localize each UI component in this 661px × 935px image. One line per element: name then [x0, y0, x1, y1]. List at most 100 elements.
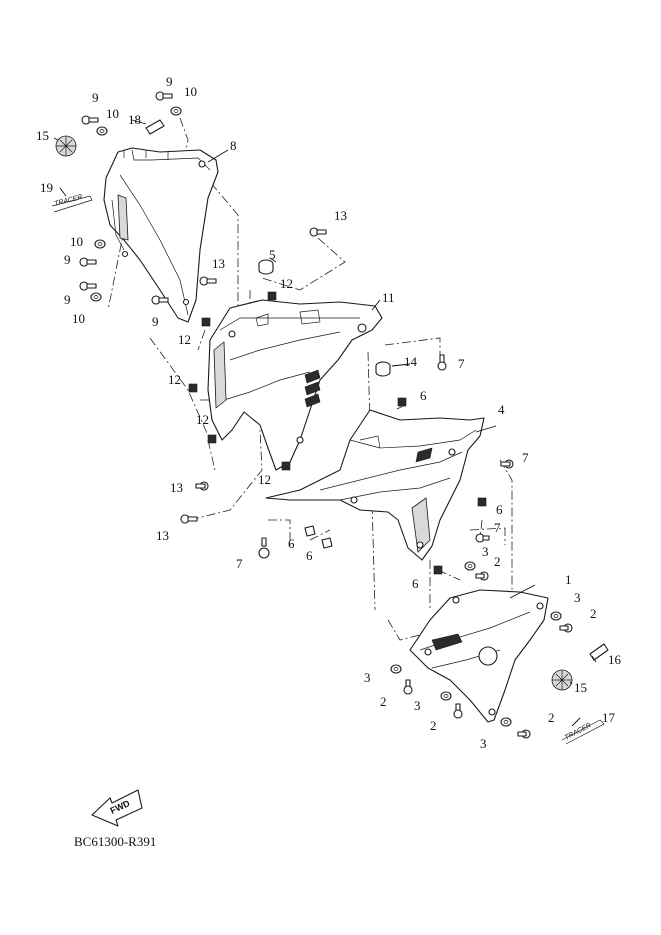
bolt-9-d — [79, 281, 97, 291]
callout-17: 17 — [602, 710, 616, 725]
callout-13b: 13 — [212, 256, 225, 271]
callout-11: 11 — [382, 290, 395, 305]
callout-2e: 2 — [548, 710, 555, 725]
callout-6d: 6 — [288, 536, 295, 551]
callout-7b: 7 — [522, 450, 529, 465]
diagram-code: BC61300-R391 — [74, 834, 156, 849]
washer-3-e — [500, 717, 512, 727]
decal-19-text: TRACER — [54, 194, 84, 208]
callout-2c: 2 — [380, 694, 387, 709]
callout-9b: 9 — [92, 90, 99, 105]
decal-17: TRACER — [561, 719, 605, 745]
decal-18 — [145, 119, 165, 135]
callout-13a: 13 — [334, 208, 347, 223]
callout-12b: 12 — [178, 332, 191, 347]
lower-side-panel — [409, 589, 549, 723]
nut-6-e — [321, 537, 333, 549]
callout-12e: 12 — [258, 472, 271, 487]
callout-13d: 13 — [156, 528, 169, 543]
washer-10-d — [90, 292, 102, 302]
bolt-2-d — [453, 703, 463, 719]
emblem-15-b — [551, 669, 573, 691]
callout-1: 1 — [565, 572, 572, 587]
bolt-2-e — [517, 729, 531, 739]
inner-panel — [207, 299, 383, 471]
grommet-14 — [375, 361, 391, 377]
bolt-7-b — [500, 459, 514, 469]
bolt-2-b — [559, 623, 573, 633]
washer-3-c — [390, 664, 402, 674]
callout-5: 5 — [269, 247, 276, 262]
front-cowl-panel — [103, 147, 219, 323]
washer-10-a — [170, 106, 182, 116]
callout-6a: 6 — [420, 388, 427, 403]
fwd-arrow-icon: FWD — [91, 789, 143, 827]
callout-9a: 9 — [166, 74, 173, 89]
callout-15b: 15 — [574, 680, 587, 695]
washer-10-b — [96, 126, 108, 136]
decal-19: TRACER — [51, 194, 93, 213]
callout-9c: 9 — [64, 252, 71, 267]
nut-12-e — [281, 461, 291, 471]
callout-3c: 3 — [364, 670, 371, 685]
callout-12c: 12 — [168, 372, 181, 387]
callout-9d: 9 — [64, 292, 71, 307]
callout-10b: 10 — [106, 106, 119, 121]
callout-9e: 9 — [152, 314, 159, 329]
bolt-13-d — [180, 514, 198, 524]
callout-3a: 3 — [482, 544, 489, 559]
callout-6e: 6 — [306, 548, 313, 563]
callout-6b: 6 — [496, 502, 503, 517]
callout-2d: 2 — [430, 718, 437, 733]
leader-lines — [53, 119, 597, 727]
callout-8: 8 — [230, 138, 237, 153]
callout-6c: 6 — [412, 576, 419, 591]
fasteners — [79, 91, 573, 739]
bolt-9-a — [155, 91, 173, 101]
callout-19: 19 — [40, 180, 53, 195]
nut-12-a — [267, 291, 277, 301]
bolt-7-a — [437, 354, 447, 371]
bolt-2-a — [475, 571, 489, 581]
bolt-7-c — [475, 533, 490, 543]
callout-12a: 12 — [280, 276, 293, 291]
bolt-7-d — [258, 537, 270, 559]
bolt-2-c — [403, 679, 413, 695]
nut-12-d — [207, 434, 217, 444]
callout-2b: 2 — [590, 606, 597, 621]
washer-3-d — [440, 691, 452, 701]
callout-13c: 13 — [170, 480, 183, 495]
callout-18: 18 — [128, 112, 141, 127]
callout-7a: 7 — [458, 356, 465, 371]
bolt-9-c — [79, 257, 97, 267]
grommet-5 — [258, 259, 274, 275]
side-cowl — [265, 409, 485, 561]
bolt-13-b — [199, 276, 217, 286]
callout-12d: 12 — [196, 412, 209, 427]
nut-6-c — [433, 565, 443, 575]
nut-12-b — [201, 317, 211, 327]
callout-4: 4 — [498, 402, 505, 417]
callout-10d: 10 — [72, 311, 85, 326]
callout-15a: 15 — [36, 128, 49, 143]
bolt-9-e — [151, 295, 169, 305]
emblem-15-a — [55, 135, 77, 157]
nut-6-a — [397, 397, 407, 407]
bolt-9-b — [81, 115, 99, 125]
callout-16: 16 — [608, 652, 622, 667]
callout-3e: 3 — [480, 736, 487, 751]
callout-7c: 7 — [494, 520, 501, 535]
callouts: 1 2 2 2 2 2 3 3 3 3 3 4 5 6 6 6 6 6 7 7 … — [36, 74, 622, 751]
bolt-13-c — [195, 481, 209, 491]
nut-6-b — [477, 497, 487, 507]
washer-3-b — [550, 611, 562, 621]
nut-6-d — [304, 525, 316, 537]
callout-10a: 10 — [184, 84, 197, 99]
callout-3b: 3 — [574, 590, 581, 605]
callout-3d: 3 — [414, 698, 421, 713]
bolt-13-a — [309, 227, 327, 237]
callout-7d: 7 — [236, 556, 243, 571]
callout-14: 14 — [404, 354, 418, 369]
decal-17-text: TRACER — [564, 722, 593, 742]
